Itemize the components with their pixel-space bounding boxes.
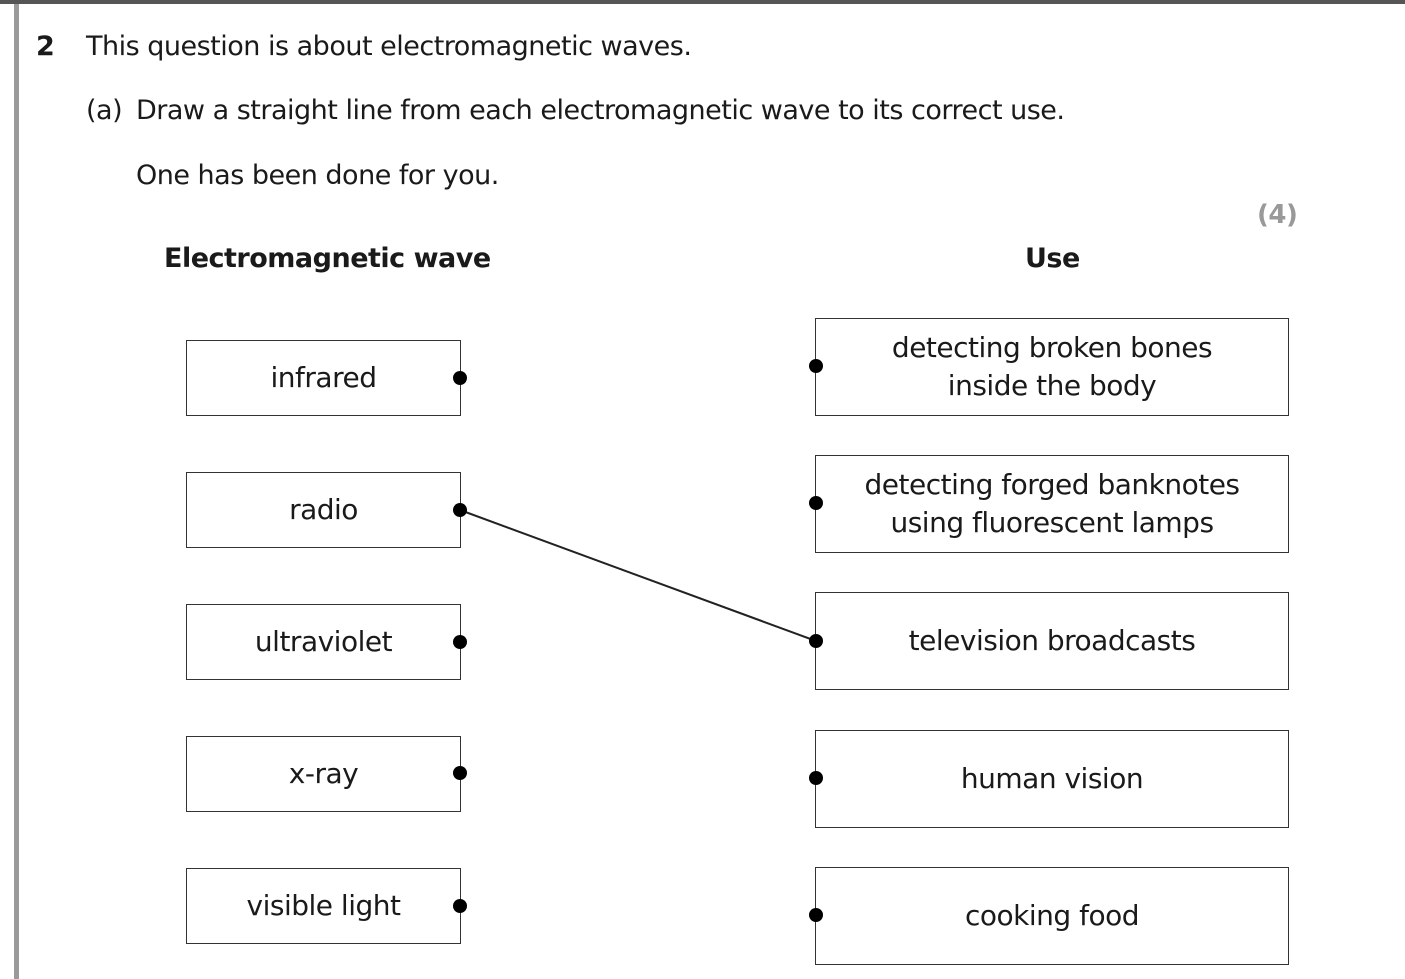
use-dot[interactable] bbox=[809, 908, 823, 922]
note: One has been done for you. bbox=[136, 160, 499, 191]
wave-box: x-ray bbox=[186, 736, 461, 812]
use-box: television broadcasts bbox=[815, 592, 1289, 690]
use-dot[interactable] bbox=[809, 634, 823, 648]
part-label: (a) bbox=[86, 95, 123, 126]
use-line: using fluorescent lamps bbox=[890, 506, 1214, 539]
wave-dot[interactable] bbox=[453, 635, 467, 649]
wave-box: ultraviolet bbox=[186, 604, 461, 680]
wave-dot[interactable] bbox=[453, 899, 467, 913]
question-intro: This question is about electromagnetic w… bbox=[86, 31, 692, 62]
use-dot[interactable] bbox=[809, 359, 823, 373]
connection-line bbox=[459, 509, 817, 642]
header-right: Use bbox=[1025, 243, 1080, 274]
use-box: cooking food bbox=[815, 867, 1289, 965]
top-border bbox=[0, 0, 1405, 4]
use-dot[interactable] bbox=[809, 771, 823, 785]
wave-dot[interactable] bbox=[453, 503, 467, 517]
use-line: inside the body bbox=[947, 369, 1157, 402]
use-box: detecting broken bones inside the body bbox=[815, 318, 1289, 416]
use-line: detecting broken bones bbox=[891, 331, 1213, 364]
marks: (4) bbox=[1257, 200, 1298, 230]
use-line: human vision bbox=[960, 762, 1144, 795]
use-line: television broadcasts bbox=[908, 624, 1196, 657]
use-dot[interactable] bbox=[809, 496, 823, 510]
wave-box: radio bbox=[186, 472, 461, 548]
instruction: Draw a straight line from each electroma… bbox=[136, 95, 1065, 126]
wave-box: infrared bbox=[186, 340, 461, 416]
wave-dot[interactable] bbox=[453, 371, 467, 385]
left-margin-bar bbox=[14, 4, 19, 979]
use-line: detecting forged banknotes bbox=[864, 468, 1240, 501]
use-box: detecting forged banknotes using fluores… bbox=[815, 455, 1289, 553]
use-box: human vision bbox=[815, 730, 1289, 828]
question-number: 2 bbox=[36, 31, 55, 62]
use-line: cooking food bbox=[965, 899, 1139, 932]
wave-dot[interactable] bbox=[453, 766, 467, 780]
header-left: Electromagnetic wave bbox=[164, 243, 491, 274]
